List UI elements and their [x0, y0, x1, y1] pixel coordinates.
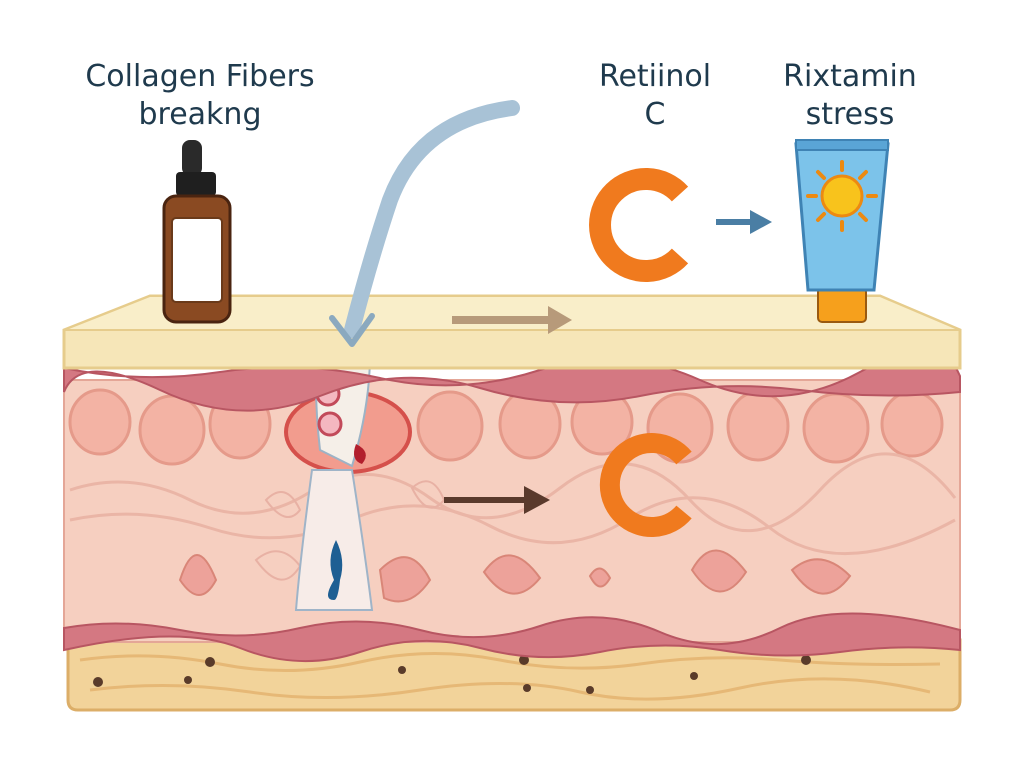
basal-membrane-upper	[63, 350, 961, 412]
dermis-arrow	[444, 486, 550, 514]
epidermis-arrow	[452, 306, 572, 334]
water-drop-icon	[328, 540, 343, 600]
sunscreen-tube-icon	[794, 139, 890, 323]
retinol-label-line2: C	[644, 97, 666, 132]
retinol-label: Retiinol C	[575, 58, 735, 134]
vitamin-label-line1: Rixtamin	[783, 59, 917, 94]
fat-dot	[184, 676, 192, 684]
serum-dropper-bottle-icon	[162, 140, 232, 324]
fat-dot	[519, 655, 529, 665]
dermis-layer	[63, 325, 961, 663]
collagen-label: Collagen Fibers breakng	[60, 58, 340, 134]
vitamin-c-letter-top	[589, 168, 689, 282]
penetration-arrow-head	[329, 313, 375, 347]
vitamin-c-letter-dermis	[599, 433, 692, 537]
epidermis-layer	[62, 294, 962, 370]
fat-dot	[93, 677, 103, 687]
vitamin-to-sunscreen-arrow	[716, 210, 772, 234]
fat-dot	[523, 684, 531, 692]
sun-icon	[806, 160, 878, 232]
penetration-arrow	[344, 100, 520, 338]
fat-dot	[801, 655, 811, 665]
fat-dot	[205, 657, 215, 667]
fat-dot	[690, 672, 698, 680]
fat-dot	[586, 686, 594, 694]
vitamin-label: Rixtamin stress	[755, 58, 945, 134]
collagen-label-line1: Collagen Fibers	[85, 59, 315, 94]
fat-dot	[398, 666, 406, 674]
collagen-label-line2: breakng	[138, 97, 262, 132]
retinol-label-line1: Retiinol	[598, 59, 712, 94]
vitamin-label-line2: stress	[805, 97, 895, 132]
